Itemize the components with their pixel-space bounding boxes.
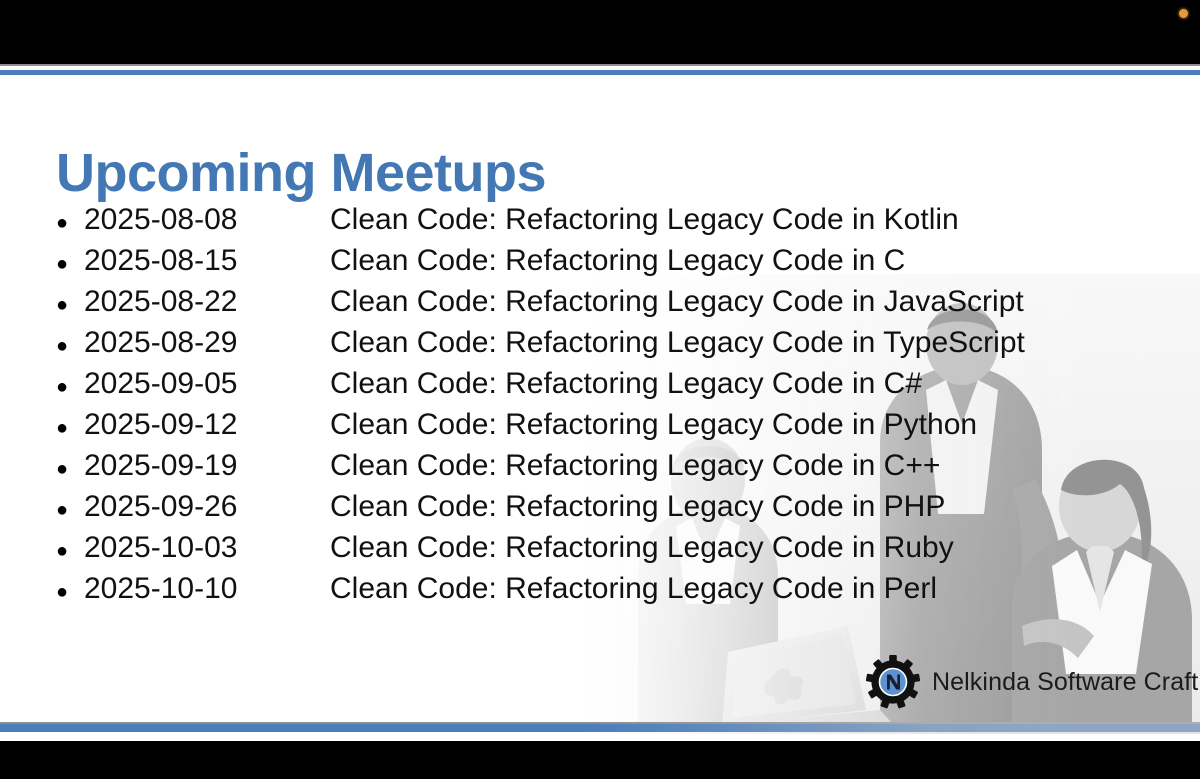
letterbox-bottom-bar: [0, 741, 1200, 779]
list-item[interactable]: ● 2025-08-15 Clean Code: Refactoring Leg…: [56, 240, 1156, 281]
list-item[interactable]: ● 2025-09-26 Clean Code: Refactoring Leg…: [56, 486, 1156, 527]
meetup-topic: Clean Code: Refactoring Legacy Code in P…: [330, 408, 978, 441]
meetup-topic: Clean Code: Refactoring Legacy Code in K…: [330, 203, 959, 236]
meetup-date: 2025-09-12: [84, 408, 238, 441]
bullet-icon: ●: [56, 581, 69, 603]
meetup-topic: Clean Code: Refactoring Legacy Code in J…: [330, 285, 1024, 318]
slide-canvas: Upcoming Meetups ● 2025-08-08 Clean Code…: [0, 64, 1200, 741]
bullet-icon: ●: [56, 540, 69, 562]
meetup-date: 2025-08-29: [84, 326, 238, 359]
meetup-topic: Clean Code: Refactoring Legacy Code in C: [330, 244, 906, 277]
meetup-topic: Clean Code: Refactoring Legacy Code in C…: [330, 367, 923, 400]
meetup-topic: Clean Code: Refactoring Legacy Code in P…: [330, 490, 946, 523]
bullet-icon: ●: [56, 294, 69, 316]
meetup-date: 2025-08-22: [84, 285, 238, 318]
meetup-date: 2025-09-19: [84, 449, 238, 482]
bullet-icon: ●: [56, 458, 69, 480]
meetup-date: 2025-08-15: [84, 244, 238, 277]
meetup-date: 2025-09-05: [84, 367, 238, 400]
bullet-icon: ●: [56, 212, 69, 234]
divider-top-blue: [0, 70, 1200, 75]
list-item[interactable]: ● 2025-09-05 Clean Code: Refactoring Leg…: [56, 363, 1156, 404]
meetup-date: 2025-10-03: [84, 531, 238, 564]
bullet-icon: ●: [56, 376, 69, 398]
brand-block: Nelkinda Software Craft: [866, 655, 1198, 709]
list-item[interactable]: ● 2025-08-08 Clean Code: Refactoring Leg…: [56, 199, 1156, 240]
letterbox-top-bar: [0, 0, 1200, 64]
recording-dot-icon: [1179, 9, 1188, 18]
list-item[interactable]: ● 2025-08-22 Clean Code: Refactoring Leg…: [56, 281, 1156, 322]
meetup-topic: Clean Code: Refactoring Legacy Code in C…: [330, 449, 941, 482]
list-item[interactable]: ● 2025-10-03 Clean Code: Refactoring Leg…: [56, 527, 1156, 568]
gear-n-logo-icon: [866, 655, 920, 709]
bullet-icon: ●: [56, 253, 69, 275]
meetup-topic: Clean Code: Refactoring Legacy Code in T…: [330, 326, 1025, 359]
list-item[interactable]: ● 2025-09-12 Clean Code: Refactoring Leg…: [56, 404, 1156, 445]
list-item[interactable]: ● 2025-09-19 Clean Code: Refactoring Leg…: [56, 445, 1156, 486]
bullet-icon: ●: [56, 499, 69, 521]
meetup-date: 2025-09-26: [84, 490, 238, 523]
list-item[interactable]: ● 2025-10-10 Clean Code: Refactoring Leg…: [56, 568, 1156, 609]
bullet-icon: ●: [56, 417, 69, 439]
bullet-icon: ●: [56, 335, 69, 357]
list-item[interactable]: ● 2025-08-29 Clean Code: Refactoring Leg…: [56, 322, 1156, 363]
meetup-date: 2025-10-10: [84, 572, 238, 605]
divider-bottom-blue: [0, 724, 1200, 732]
meetup-date: 2025-08-08: [84, 203, 238, 236]
brand-name: Nelkinda Software Craft: [932, 667, 1199, 696]
upcoming-meetups-list: ● 2025-08-08 Clean Code: Refactoring Leg…: [56, 199, 1156, 609]
meetup-topic: Clean Code: Refactoring Legacy Code in R…: [330, 531, 954, 564]
meetup-topic: Clean Code: Refactoring Legacy Code in P…: [330, 572, 938, 605]
page-title: Upcoming Meetups: [56, 143, 547, 204]
divider-top-gray: [0, 64, 1200, 66]
